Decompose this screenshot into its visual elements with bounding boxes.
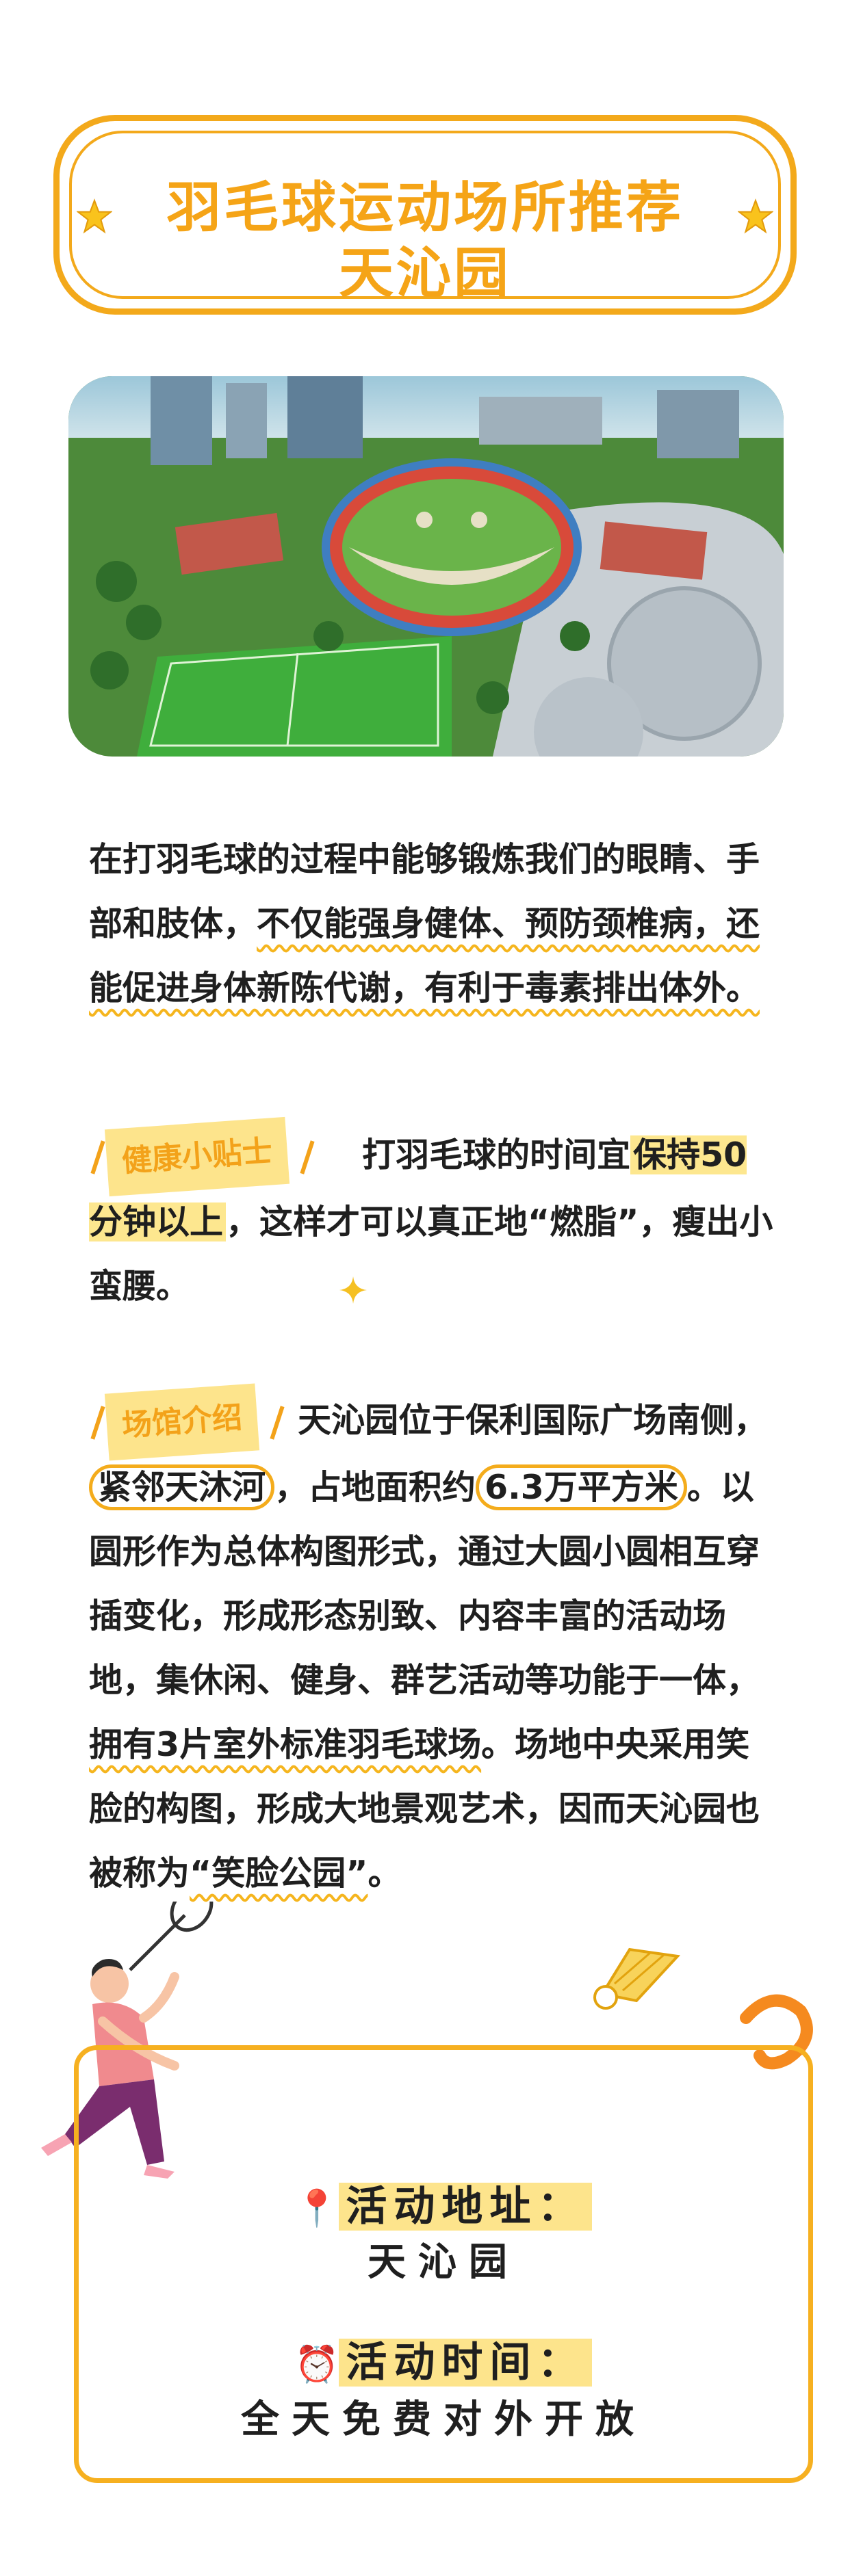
venue-text: ，占地面积约 [274, 1468, 476, 1507]
event-info-card: 📍活动地址： 天沁园 ⏰活动时间： 全天免费对外开放 [74, 2045, 813, 2483]
page-subtitle: 天沁园 [339, 241, 511, 305]
intro-paragraph: 在打羽毛球的过程中能够锻炼我们的眼睛、手部和肢体，不仅能强身健体、预防颈椎病，还… [89, 828, 773, 1021]
venue-circled-text: 紧邻天沐河 [89, 1464, 275, 1510]
health-tip-tag: 健康小贴士 [104, 1116, 290, 1197]
shuttlecock-icon [593, 1947, 681, 2010]
health-tip-text: 打羽毛球的时间宜 [362, 1135, 631, 1174]
star-icon [738, 198, 773, 234]
alarm-clock-icon: ⏰ [294, 2344, 339, 2385]
venue-text: 。场地中央采用笑脸的构图，形成大地景观艺术，因而天沁园也被称为 [89, 1725, 760, 1893]
time-row: ⏰活动时间： [79, 2329, 808, 2389]
venue-text: 。 [368, 1854, 402, 1893]
park-aerial-photo [68, 376, 784, 757]
address-row: 📍活动地址： [79, 2173, 808, 2233]
star-icon [77, 198, 112, 234]
venue-quoted-name: “笑脸公园” [190, 1854, 368, 1893]
page-title: 羽毛球运动场所推荐 [166, 176, 684, 239]
intro-underlined-text: 不仅能强身健体、预防颈椎病，还能促进身体新陈代谢，有利于毒素排出体外。 [89, 904, 760, 1008]
tag-slash-decoration [90, 1405, 105, 1440]
venue-circled-text: 6.3万平方米 [476, 1464, 687, 1510]
tag-slash-decoration [270, 1405, 285, 1440]
address-value: 天沁园 [368, 2240, 519, 2285]
address-label: 活动地址： [339, 2183, 593, 2231]
time-value: 全天免费对外开放 [241, 2397, 646, 2442]
swirl-decoration [740, 1994, 813, 2070]
tag-slash-decoration [90, 1140, 105, 1174]
venue-tag: 场馆介绍 [104, 1383, 260, 1461]
badminton-player-illustration [41, 1902, 214, 2179]
time-label: 活动时间： [339, 2339, 593, 2387]
title-card: 羽毛球运动场所推荐 天沁园 [53, 115, 797, 315]
health-tip-text-end: ，这样才可以真正地“燃脂”，瘦出小蛮腰。 [89, 1202, 773, 1306]
venue-underlined-text: 拥有3片室外标准羽毛球场 [89, 1725, 482, 1764]
health-tip-paragraph: 健康小贴士 打羽毛球的时间宜保持50分钟以上，这样才可以真正地“燃脂”，瘦出小蛮… [89, 1116, 773, 1319]
venue-text: 。以圆形作为总体构图形式，通过大圆小圆相互穿插变化，形成形态别致、内容丰富的活动… [89, 1468, 760, 1700]
tag-slash-decoration [300, 1140, 315, 1174]
sparkle-icon [339, 1276, 367, 1304]
venue-text: 天沁园位于保利国际广场南侧， [298, 1401, 768, 1440]
title-card-inner-border [69, 131, 781, 299]
pin-icon: 📍 [294, 2188, 339, 2229]
intro-text: 在打羽毛球的过程中能够锻炼我们的眼睛、手部和肢体， [89, 840, 760, 943]
